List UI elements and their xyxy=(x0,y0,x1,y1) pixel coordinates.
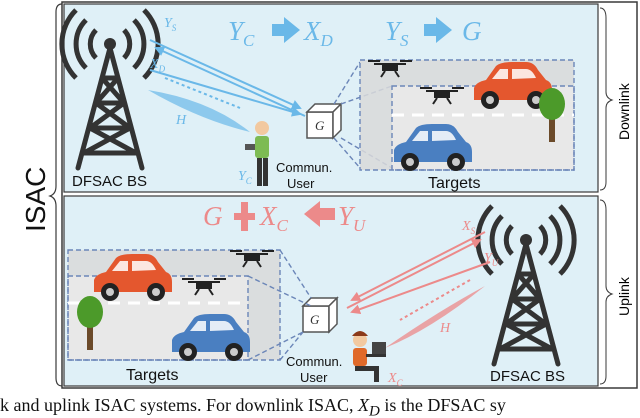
uplink-bs-label: DFSAC BS xyxy=(490,368,565,385)
downlink-beam-yc-label: YC xyxy=(238,169,253,186)
downlink-beam-h-label: H xyxy=(175,113,187,128)
uplink-target-box xyxy=(247,249,312,361)
downlink-equation-left: YC XD xyxy=(228,16,334,50)
downlink-beams xyxy=(148,39,306,132)
downlink-cube-label: G xyxy=(315,118,325,133)
uplink-targets-label: Targets xyxy=(126,367,178,384)
uplink-cube-label: G xyxy=(310,312,320,327)
outer-frame xyxy=(61,1,638,389)
svg-text:XC: XC xyxy=(259,201,289,235)
uplink-beams xyxy=(346,231,491,348)
figure-caption: k and uplink ISAC systems. For downlink … xyxy=(0,395,506,418)
downlink-targets-label: Targets xyxy=(428,175,480,192)
downlink-user-icon xyxy=(245,121,269,186)
svg-text:YS: YS xyxy=(385,16,409,50)
svg-text:G: G xyxy=(462,16,482,46)
uplink-beam-xs-label: XS xyxy=(461,219,476,236)
uplink-user-label-1: Commun. xyxy=(286,354,342,369)
downlink-bs-label: DFSAC BS xyxy=(72,173,147,190)
downlink-user-label-2: User xyxy=(287,176,315,191)
svg-text:YU: YU xyxy=(338,201,367,235)
downlink-beam-ys-label: YS xyxy=(164,16,177,33)
svg-text:XD: XD xyxy=(303,16,334,50)
isac-label: ISAC xyxy=(20,167,51,232)
uplink-beam-xc-label: XC xyxy=(387,371,404,388)
svg-text:G: G xyxy=(203,201,223,231)
downlink-side-label: Downlink xyxy=(616,82,632,140)
downlink-equation-right: YS G xyxy=(385,16,482,50)
isac-brace xyxy=(48,3,63,387)
uplink-beam-h-label: H xyxy=(439,321,451,336)
uplink-user-label-2: User xyxy=(300,370,328,385)
uplink-side-label: Uplink xyxy=(616,276,632,316)
uplink-user-icon xyxy=(352,331,386,382)
downlink-beam-xd-label: XD xyxy=(149,57,166,74)
downlink-target-box xyxy=(333,61,393,169)
uplink-cube-icon xyxy=(302,297,338,333)
downlink-brace xyxy=(599,7,614,191)
downlink-user-label-1: Commun. xyxy=(276,160,332,175)
uplink-beam-yu-label: YU xyxy=(484,251,499,268)
svg-text:YC: YC xyxy=(228,16,255,50)
uplink-brace xyxy=(599,199,614,385)
uplink-equation: G XC YU xyxy=(203,201,367,235)
